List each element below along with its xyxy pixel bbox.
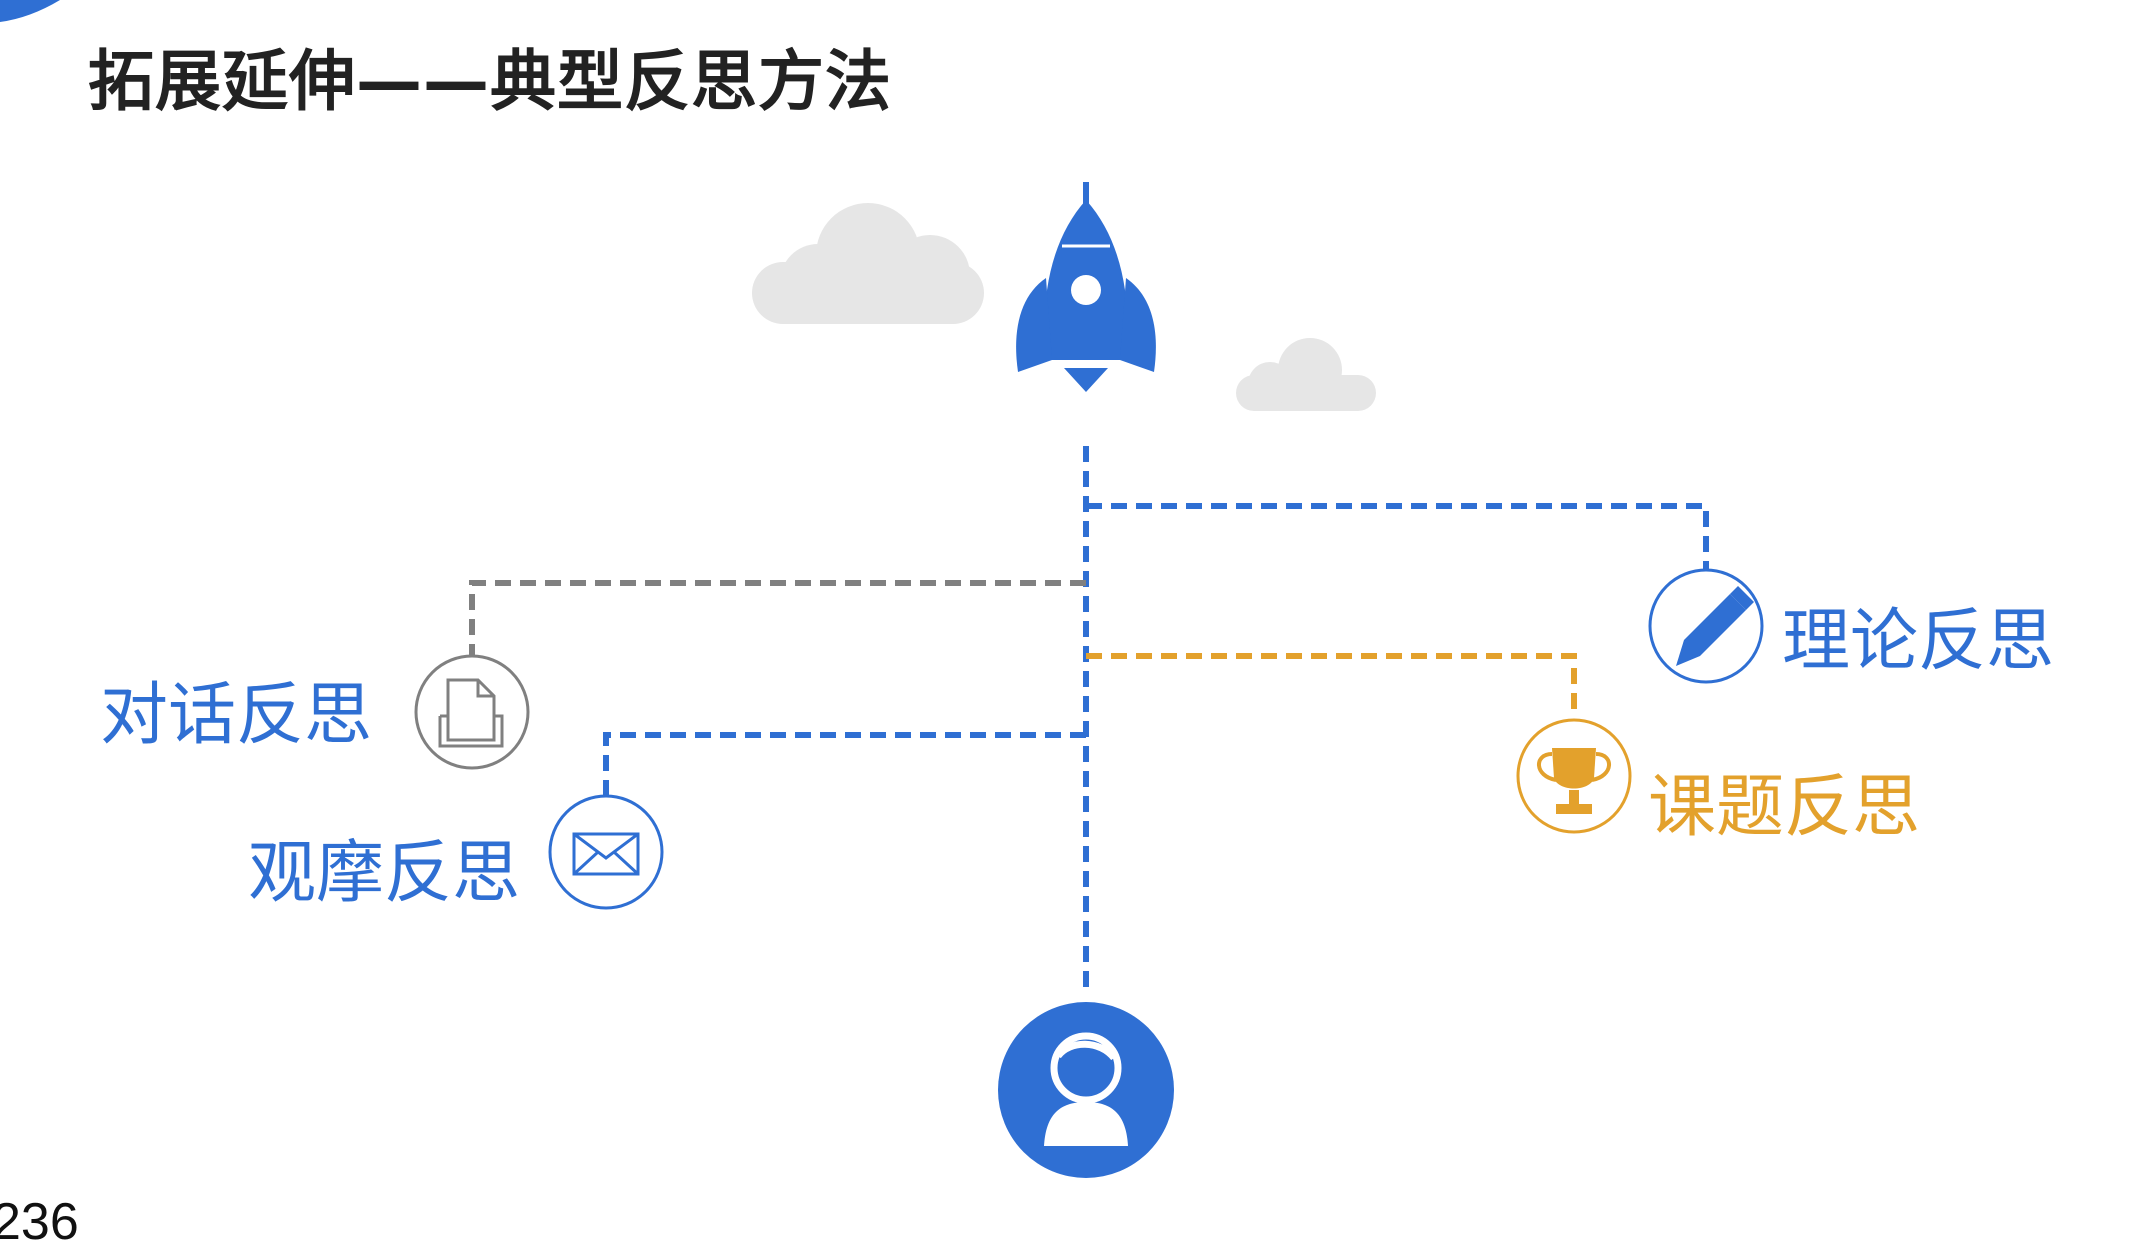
envelope-icon bbox=[548, 794, 664, 910]
page-title: 拓展延伸——典型反思方法 bbox=[88, 43, 892, 120]
method-label-observation: 观摩反思 bbox=[248, 834, 521, 913]
corner-decoration bbox=[0, 0, 60, 22]
person-icon bbox=[998, 1002, 1174, 1178]
page-number: 236 bbox=[0, 1193, 79, 1251]
branch-observation bbox=[603, 732, 1086, 798]
branch-dialogue bbox=[469, 580, 1086, 660]
cloud-icon bbox=[752, 203, 984, 324]
connector-lines bbox=[469, 446, 1709, 992]
pencil-icon bbox=[1648, 568, 1764, 684]
rocket-icon bbox=[1016, 182, 1156, 392]
branch-theory bbox=[1086, 503, 1709, 570]
trophy-icon bbox=[1516, 718, 1632, 834]
method-label-dialogue: 对话反思 bbox=[100, 676, 373, 755]
branch-project bbox=[1086, 653, 1577, 718]
method-label-theory: 理论反思 bbox=[1782, 602, 2055, 681]
cloud-icon bbox=[1236, 338, 1376, 411]
document-icon bbox=[414, 654, 530, 770]
method-label-project: 课题反思 bbox=[1648, 768, 1921, 847]
